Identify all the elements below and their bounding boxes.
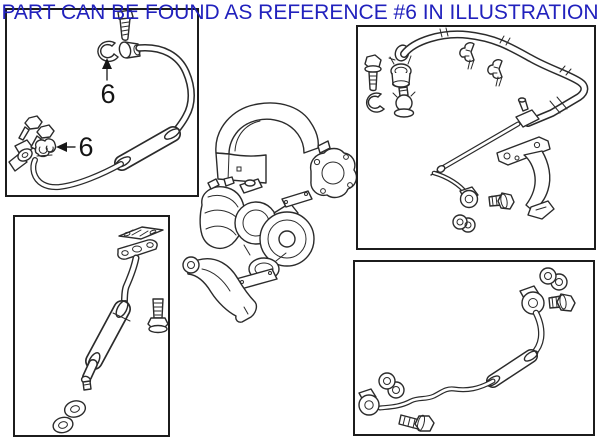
tee-connector: [515, 97, 540, 128]
turbo-gasket: [309, 147, 356, 199]
bolt-pair-icon: [18, 115, 55, 150]
coolant-pipe-illustration: [358, 267, 576, 432]
tube-flange: [117, 239, 158, 260]
banjo-fitting: [459, 186, 479, 209]
hose-clamp-icon: [97, 40, 119, 63]
bolt-icon: [548, 293, 576, 312]
grommet-pair-icon: [452, 214, 476, 233]
wire-clip-icon: [459, 42, 503, 87]
panel-oil-feed-line[interactable]: [5, 8, 199, 197]
mounting-bracket: [496, 136, 555, 220]
sealing-washer-icon: [52, 400, 87, 434]
support-brace: [182, 256, 258, 323]
banjo-fitting: [519, 285, 545, 315]
callout-label-6: 6: [78, 132, 94, 162]
bolt-icon: [398, 414, 435, 432]
oil-feed-hose: [30, 44, 195, 191]
page-title: PART CAN BE FOUND AS REFERENCE #6 IN ILL…: [1, 1, 599, 24]
sensor-fitting-icon: [392, 86, 416, 118]
gasket-icon: [118, 226, 164, 240]
bolt-icon: [117, 10, 134, 41]
bolt-icon: [364, 54, 382, 92]
coolant-metal-pipe: [377, 309, 545, 411]
panel-coolant-pipe[interactable]: [353, 260, 595, 436]
turbocharger-assembly-illustration[interactable]: [178, 93, 356, 328]
banjo-fitting: [358, 388, 380, 416]
worm-clamp-icon: [388, 55, 412, 88]
sealing-washer-pair-icon: [539, 267, 568, 291]
panel-coolant-hose-assembly[interactable]: [356, 25, 596, 250]
spring-clip-icon: [365, 92, 385, 113]
oil-return-tube-illustration: [52, 226, 168, 434]
heat-shield: [215, 102, 331, 184]
callout-arrow-up: [102, 58, 112, 81]
turbocharger: [199, 176, 315, 290]
coolant-hose: [394, 27, 589, 127]
panel-oil-return-tube[interactable]: [13, 215, 170, 437]
oil-return-pipe: [80, 254, 140, 391]
callout-label-6: 6: [100, 79, 116, 109]
callout-arrow-left: [56, 142, 76, 152]
bolt-icon: [147, 298, 168, 334]
retainer-clip-icon: [34, 138, 57, 158]
bolt-icon: [488, 192, 515, 210]
coolant-hose-illustration: [364, 27, 589, 233]
sealing-washer-pair-icon: [378, 372, 405, 399]
oil-feed-line-illustration: [8, 10, 195, 191]
